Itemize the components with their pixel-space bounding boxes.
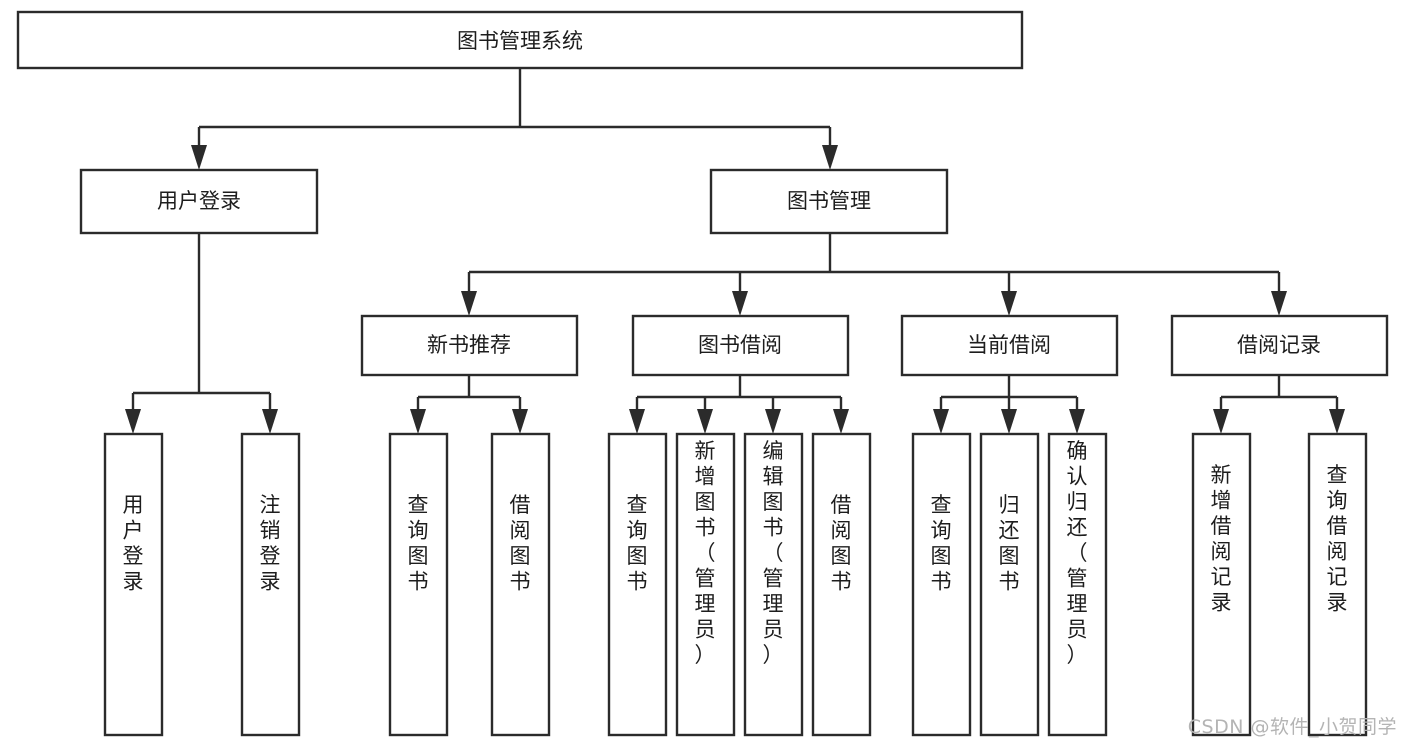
node-leaf-borrow-book-1[interactable]: 借阅图书 <box>490 432 551 737</box>
node-leaf-user-login-box[interactable] <box>103 432 164 737</box>
node-new-book-recommend[interactable]: 新书推荐 <box>360 314 579 377</box>
node-book-borrow[interactable]: 图书借阅 <box>631 314 850 377</box>
node-book-management-label: 图书管理 <box>787 189 871 213</box>
connector-group-book-borrow <box>629 375 849 434</box>
node-current-borrow-label: 当前借阅 <box>967 333 1051 357</box>
node-book-borrow-box[interactable] <box>631 314 850 377</box>
node-leaf-borrow-book-2-box[interactable] <box>811 432 872 737</box>
node-leaf-add-book-label: 新增图书（管理员） <box>695 439 716 667</box>
node-borrow-record[interactable]: 借阅记录 <box>1170 314 1389 377</box>
node-leaf-confirm-return-box[interactable] <box>1047 432 1108 737</box>
node-leaf-query-record-label: 查询借阅记录 <box>1327 463 1348 615</box>
node-borrow-record-label: 借阅记录 <box>1237 333 1321 357</box>
node-book-management[interactable]: 图书管理 <box>709 168 949 235</box>
arrow-head-current-borrow <box>1001 291 1017 316</box>
node-leaf-query-book-3-label: 查询图书 <box>931 493 952 594</box>
node-leaf-borrow-book-2-label: 借阅图书 <box>831 493 852 594</box>
node-leaf-return-book[interactable]: 归还图书 <box>979 432 1040 737</box>
node-leaf-query-book-2[interactable]: 查询图书 <box>607 432 668 737</box>
node-root-box[interactable] <box>16 10 1024 70</box>
arrow-head-leaf-query-book-3 <box>933 409 949 434</box>
node-current-borrow-box[interactable] <box>900 314 1119 377</box>
node-leaf-borrow-book-1-label: 借阅图书 <box>510 493 531 594</box>
node-leaf-add-book-box[interactable] <box>675 432 736 737</box>
node-leaf-confirm-return[interactable]: 确认归还（管理员） <box>1047 432 1108 737</box>
arrow-head-new-book-recommend <box>461 291 477 316</box>
node-leaf-user-login-label: 用户登录 <box>123 493 144 594</box>
node-leaf-logout-box[interactable] <box>240 432 301 737</box>
arrow-head-borrow-record <box>1271 291 1287 316</box>
arrow-head-user-login <box>191 145 207 170</box>
node-leaf-query-book-1-box[interactable] <box>388 432 449 737</box>
node-leaf-query-book-3[interactable]: 查询图书 <box>911 432 972 737</box>
arrow-head-leaf-edit-book <box>765 409 781 434</box>
connector-group-book-management <box>461 233 1287 316</box>
arrow-head-leaf-user-login <box>125 409 141 434</box>
arrow-head-leaf-borrow-book-2 <box>833 409 849 434</box>
node-leaf-query-book-2-box[interactable] <box>607 432 668 737</box>
node-leaf-borrow-book-1-box[interactable] <box>490 432 551 737</box>
connector-group-user-login <box>125 233 278 434</box>
arrow-head-leaf-add-book <box>697 409 713 434</box>
node-leaf-add-record-box[interactable] <box>1191 432 1252 737</box>
arrow-head-leaf-add-record <box>1213 409 1229 434</box>
arrow-head-leaf-borrow-book-1 <box>512 409 528 434</box>
connector-group-borrow-record <box>1213 375 1345 434</box>
arrow-head-leaf-query-record <box>1329 409 1345 434</box>
arrow-head-leaf-logout <box>262 409 278 434</box>
arrow-head-leaf-query-book-2 <box>629 409 645 434</box>
node-leaf-add-record[interactable]: 新增借阅记录 <box>1191 432 1252 737</box>
node-leaf-return-book-label: 归还图书 <box>999 493 1020 594</box>
node-leaf-query-book-1[interactable]: 查询图书 <box>388 432 449 737</box>
node-leaf-add-record-label: 新增借阅记录 <box>1211 463 1232 615</box>
node-leaf-logout[interactable]: 注销登录 <box>240 432 301 737</box>
node-book-management-box[interactable] <box>709 168 949 235</box>
arrow-head-leaf-return-book <box>1001 409 1017 434</box>
node-leaf-query-book-1-label: 查询图书 <box>408 493 429 594</box>
node-new-book-recommend-box[interactable] <box>360 314 579 377</box>
node-user-login[interactable]: 用户登录 <box>79 168 319 235</box>
node-root-book-management-system[interactable]: 图书管理系统 <box>16 10 1024 70</box>
node-borrow-record-box[interactable] <box>1170 314 1389 377</box>
node-leaf-edit-book-box[interactable] <box>743 432 804 737</box>
node-leaf-borrow-book-2[interactable]: 借阅图书 <box>811 432 872 737</box>
node-book-borrow-label: 图书借阅 <box>698 333 782 357</box>
connector-group-root <box>191 68 838 170</box>
arrow-head-book-management <box>822 145 838 170</box>
node-leaf-logout-label: 注销登录 <box>260 493 281 594</box>
arrow-head-leaf-confirm-return <box>1069 409 1085 434</box>
arrow-head-book-borrow <box>732 291 748 316</box>
node-leaf-add-book[interactable]: 新增图书（管理员） <box>675 432 736 737</box>
connector-group-current-borrow <box>933 375 1085 434</box>
connector-group-new-book-recommend <box>410 375 528 434</box>
node-user-login-box[interactable] <box>79 168 319 235</box>
node-leaf-return-book-box[interactable] <box>979 432 1040 737</box>
node-current-borrow[interactable]: 当前借阅 <box>900 314 1119 377</box>
node-root-label: 图书管理系统 <box>457 29 583 53</box>
node-user-login-label: 用户登录 <box>157 189 241 213</box>
node-leaf-confirm-return-label: 确认归还（管理员） <box>1067 439 1088 667</box>
node-leaf-user-login[interactable]: 用户登录 <box>103 432 164 737</box>
node-new-book-recommend-label: 新书推荐 <box>427 333 511 357</box>
arrow-head-leaf-query-book-1 <box>410 409 426 434</box>
node-leaf-query-record-box[interactable] <box>1307 432 1368 737</box>
node-leaf-query-book-3-box[interactable] <box>911 432 972 737</box>
node-leaf-edit-book-label: 编辑图书（管理员） <box>763 439 784 667</box>
node-leaf-query-book-2-label: 查询图书 <box>627 493 648 594</box>
node-leaf-edit-book[interactable]: 编辑图书（管理员） <box>743 432 804 737</box>
node-leaf-query-record[interactable]: 查询借阅记录 <box>1307 432 1368 737</box>
